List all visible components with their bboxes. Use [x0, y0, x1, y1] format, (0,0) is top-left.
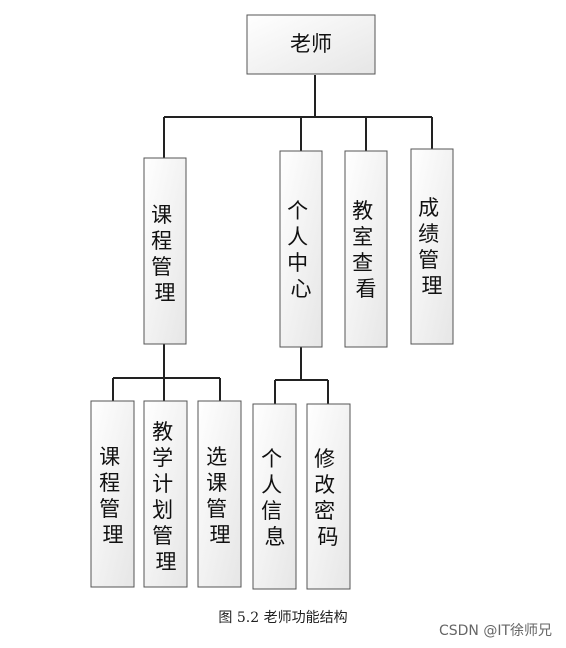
function-structure-diagram: 老师 课 程 管 理 个 人 中 心 教 室 查 看 成 绩 [90, 14, 454, 590]
node-personal-center-label: 个 人 中 心 [287, 199, 315, 301]
watermark-text: CSDN @IT徐师兄 [438, 623, 552, 639]
node-teaching-plan-management: 教 学 计 划 管 理 [143, 400, 188, 588]
node-personal-info-label: 个 人 信 息 [261, 447, 289, 549]
node-teaching-plan-management-label: 教 学 计 划 管 理 [152, 420, 180, 574]
node-classroom-view: 教 室 查 看 [344, 150, 388, 348]
node-classroom-view-label: 教 室 查 看 [352, 199, 380, 301]
node-course-management-label: 课 程 管 理 [151, 203, 179, 305]
node-change-password: 修 改 密 码 [306, 403, 351, 590]
node-course-selection-management-label: 选 课 管 理 [206, 445, 234, 547]
node-personal-center: 个 人 中 心 [279, 150, 323, 348]
node-personal-info: 个 人 信 息 [252, 403, 297, 590]
node-course-management: 课 程 管 理 [143, 157, 187, 345]
node-course-sub-management-label: 课 程 管 理 [99, 445, 127, 547]
node-grade-management-label: 成 绩 管 理 [418, 196, 446, 298]
node-course-selection-management: 选 课 管 理 [197, 400, 242, 588]
figure-caption: 图 5.2 老师功能结构 [218, 610, 348, 626]
node-root-teacher: 老师 [246, 14, 376, 75]
node-root-label: 老师 [290, 32, 332, 56]
node-change-password-label: 修 改 密 码 [314, 447, 342, 549]
node-course-sub-management: 课 程 管 理 [90, 400, 135, 588]
connector-lines [112, 75, 433, 404]
node-grade-management: 成 绩 管 理 [410, 148, 454, 345]
